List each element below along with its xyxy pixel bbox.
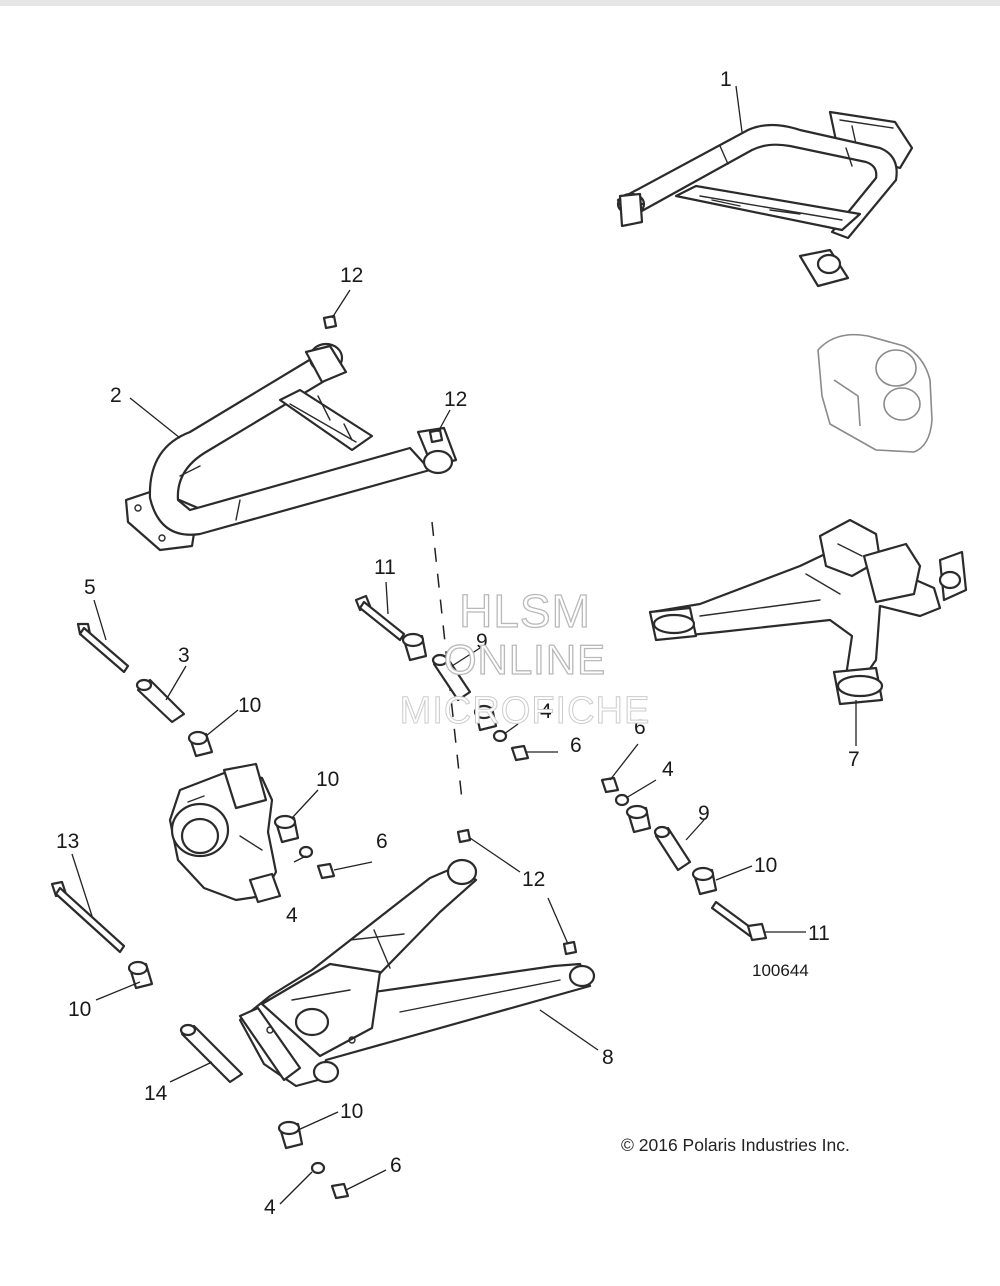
callout-10-a: 10 [238, 694, 261, 717]
part-6-nut-c [600, 776, 620, 794]
watermark-line-1: HLSM [458, 584, 591, 637]
callout-4-right: 4 [662, 758, 674, 781]
copyright-notice: © 2016 Polaris Industries Inc. [621, 1135, 850, 1155]
knuckle-reference-right [817, 333, 933, 453]
callout-10-d: 10 [754, 854, 777, 877]
part-10-bushing-e [625, 804, 652, 834]
part-hub-knuckle-left [168, 762, 282, 904]
callout-8: 8 [602, 1046, 614, 1069]
callout-2: 2 [110, 384, 122, 407]
callout-12-arm: 12 [444, 388, 467, 411]
part-14-sleeve [179, 1023, 244, 1084]
part-12-nut-d [562, 940, 578, 956]
callout-13: 13 [56, 830, 79, 853]
part-10-bushing-c [401, 632, 428, 662]
part-4-washer-a [298, 845, 314, 859]
part-3-sleeve [135, 678, 186, 724]
part-12-nut-a [322, 314, 338, 330]
callout-11-right: 11 [808, 922, 830, 945]
part-7-lower-a-arm [648, 518, 968, 706]
watermark-line-3: MICROFICHE [399, 690, 651, 733]
callout-4-center: 4 [540, 700, 552, 723]
callout-9-center: 9 [476, 630, 488, 653]
part-12-nut-c [456, 828, 472, 844]
watermark-line-2: ONLINE [443, 635, 607, 683]
part-4-washer-b [492, 729, 508, 743]
part-9-sleeve-b [653, 825, 692, 872]
part-11-bolt-b [710, 900, 768, 942]
part-6-nut-a [316, 862, 336, 880]
part-5-bolt [76, 622, 130, 674]
part-6-nut-d [330, 1182, 350, 1200]
leader-lines [71, 85, 857, 1205]
callout-4-knuckle: 4 [286, 904, 298, 927]
part-11-bolt-a [354, 594, 406, 642]
callout-12-top: 12 [340, 264, 363, 287]
callout-14: 14 [144, 1082, 168, 1105]
callout-11-center: 11 [374, 556, 396, 579]
part-4-washer-d [310, 1161, 326, 1175]
callout-5: 5 [84, 576, 96, 599]
part-1-upper-a-arm [616, 110, 914, 288]
part-10-bushing-a [187, 730, 214, 758]
part-9-sleeve-a [431, 653, 472, 702]
callout-6-right: 6 [634, 716, 646, 739]
callout-9-right: 9 [698, 802, 710, 825]
callout-3: 3 [178, 644, 190, 667]
callout-10-b: 10 [316, 768, 339, 791]
part-10-bushing-f [691, 866, 718, 896]
part-10-bushing-d [473, 704, 498, 732]
callout-7: 7 [848, 748, 860, 771]
part-6-nut-b [510, 744, 530, 762]
figure-number: 100644 [752, 961, 809, 980]
callout-10-e: 10 [340, 1100, 363, 1123]
callout-4-bottom: 4 [264, 1196, 276, 1219]
part-10-bushing-g [127, 960, 154, 990]
part-13-bolt [50, 880, 126, 954]
callout-12-lower: 12 [522, 868, 545, 891]
part-4-washer-c [614, 793, 630, 807]
callout-10-c: 10 [68, 998, 91, 1021]
part-10-bushing-h [277, 1120, 304, 1150]
part-12-nut-b [428, 428, 444, 444]
part-8-lower-a-arm [238, 858, 596, 1088]
part-10-bushing-b [273, 814, 300, 844]
callout-6-bottom: 6 [390, 1154, 402, 1177]
callout-6-knuckle: 6 [376, 830, 388, 853]
callout-1: 1 [720, 68, 732, 91]
callout-6-center: 6 [570, 734, 582, 757]
part-2-upper-a-arm [124, 342, 458, 552]
